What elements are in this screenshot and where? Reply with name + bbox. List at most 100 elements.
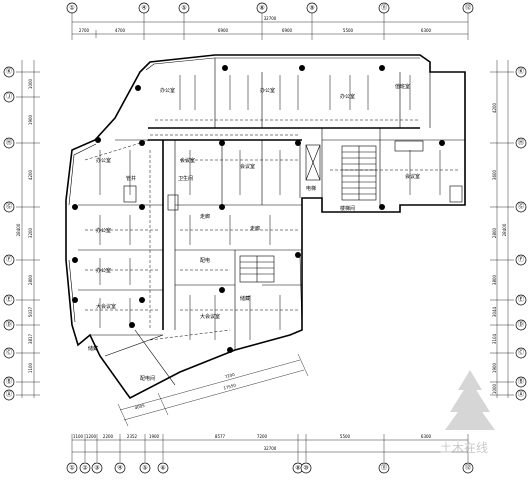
svg-text:Ⓖ: Ⓖ xyxy=(518,203,524,211)
top-dim: 5500 xyxy=(343,28,354,33)
diagonal-dim: 7200 xyxy=(224,372,236,380)
right-dim: 1900 xyxy=(492,362,497,373)
svg-text:⑧: ⑧ xyxy=(295,465,300,472)
bottom-axis-bubbles: ① ② ③ ④ ⑤ ⑥ ⑧ ⑩ ⑪ ⑫ xyxy=(66,462,474,474)
axis-bubble-top: ① xyxy=(66,2,78,14)
room-label: 办公室 xyxy=(96,227,111,234)
room-label: 走廊 xyxy=(250,225,260,232)
elevator-shafts xyxy=(123,140,463,211)
watermark: 土木在线 xyxy=(440,370,495,455)
axis-bubble-right: Ⓓ xyxy=(515,319,527,331)
building-outline xyxy=(65,54,466,400)
svg-text:Ⓚ: Ⓚ xyxy=(518,68,524,76)
room-label: 值班室 xyxy=(395,83,410,90)
bottom-dim: 2352 xyxy=(127,434,138,439)
bottom-dim: 6300 xyxy=(421,434,432,439)
axis-bubble-bottom: ⑪ xyxy=(378,462,390,474)
right-dim: 1000 xyxy=(492,383,497,394)
axis-bubble-left: Ⓔ xyxy=(3,294,15,306)
left-dim: 4200 xyxy=(28,169,33,180)
axis-bubble-bottom: ③ xyxy=(91,462,103,474)
bottom-dimensions: 1100 1200 2200 2352 1900 8577 7200 5500 … xyxy=(71,434,469,462)
svg-text:Ⓑ: Ⓑ xyxy=(518,378,524,386)
room-label: 会议室 xyxy=(405,173,420,180)
left-dim: 3200 xyxy=(28,227,33,238)
axis-bubble-bottom: ⑩ xyxy=(300,462,312,474)
svg-text:⑤: ⑤ xyxy=(142,465,147,472)
svg-text:⑥: ⑥ xyxy=(160,465,165,472)
svg-text:Ⓗ: Ⓗ xyxy=(6,139,12,147)
axis-bubble-top: ⑪ xyxy=(378,2,390,14)
axis-bubble-bottom: ② xyxy=(79,462,91,474)
axis-bubble-right: Ⓐ xyxy=(515,389,527,401)
svg-text:⑧: ⑧ xyxy=(259,5,264,12)
axis-bubble-top: ⑨ xyxy=(306,2,318,14)
svg-text:⑪: ⑪ xyxy=(381,4,387,12)
axis-bubble-top: ④ xyxy=(138,2,150,14)
axis-bubble-right: Ⓚ xyxy=(515,66,527,78)
svg-text:Ⓕ: Ⓕ xyxy=(518,256,524,264)
room-label: 电梯 xyxy=(306,185,316,192)
axis-bubble-left: Ⓙ xyxy=(3,91,15,103)
room-label: 办公室 xyxy=(260,87,275,94)
wiring xyxy=(84,119,460,341)
axis-bubble-bottom: ⑥ xyxy=(157,462,169,474)
room-label: 会议室 xyxy=(240,163,255,170)
axis-bubble-left: Ⓑ xyxy=(3,376,15,388)
left-dimensions: 28400 1000 1900 4200 3200 2800 5037 3817… xyxy=(16,60,40,398)
room-label: 卫生间 xyxy=(178,175,193,182)
axis-bubble-right: Ⓑ xyxy=(515,376,527,388)
room-label: 会议室 xyxy=(180,157,195,164)
right-dimensions: 28400 4200 3600 2800 3800 3044 3104 1900… xyxy=(490,60,514,398)
svg-text:⑪: ⑪ xyxy=(381,464,387,472)
svg-text:①: ① xyxy=(69,5,74,12)
axis-bubble-bottom: ④ xyxy=(114,462,126,474)
right-dim: 3800 xyxy=(492,274,497,285)
top-dim: 6900 xyxy=(282,28,293,33)
top-dim: 6900 xyxy=(218,28,229,33)
room-label: 储藏 xyxy=(88,345,98,352)
axis-bubble-right: Ⓖ xyxy=(515,201,527,213)
axis-bubble-top: ⑫ xyxy=(462,2,474,14)
svg-text:Ⓒ: Ⓒ xyxy=(518,349,524,357)
top-dim: 4700 xyxy=(115,28,126,33)
axis-bubble-left: Ⓖ xyxy=(3,201,15,213)
left-dim: 1000 xyxy=(28,78,33,89)
svg-text:Ⓒ: Ⓒ xyxy=(6,349,12,357)
axis-bubble-left: Ⓒ xyxy=(3,347,15,359)
room-label: 配电 xyxy=(200,257,210,264)
room-label: 储藏 xyxy=(240,295,250,302)
svg-text:Ⓖ: Ⓖ xyxy=(6,203,12,211)
axis-bubble-left: Ⓗ xyxy=(3,137,15,149)
left-dim: 2800 xyxy=(28,274,33,285)
svg-text:⑫: ⑫ xyxy=(465,464,471,472)
svg-text:Ⓔ: Ⓔ xyxy=(518,296,524,304)
svg-text:Ⓙ: Ⓙ xyxy=(6,93,12,101)
top-axis-bubbles: ① ④ ⑤ ⑧ ⑨ ⑪ ⑫ xyxy=(66,2,474,14)
axis-bubble-left: Ⓐ xyxy=(3,389,15,401)
axis-bubble-right: Ⓒ xyxy=(515,347,527,359)
room-label: 大会议室 xyxy=(96,303,116,310)
bottom-dim: 1100 xyxy=(73,434,84,439)
axis-bubble-right: Ⓗ xyxy=(515,137,527,149)
svg-text:②: ② xyxy=(82,465,88,472)
axis-bubble-bottom: ⑫ xyxy=(462,462,474,474)
watermark-logo xyxy=(445,370,495,430)
internal-partitions xyxy=(78,58,465,386)
bottom-dim: 8577 xyxy=(215,434,226,439)
axis-bubble-right: Ⓔ xyxy=(515,294,527,306)
svg-text:①: ① xyxy=(69,465,74,472)
left-dim: 1900 xyxy=(28,114,33,125)
svg-text:⑫: ⑫ xyxy=(465,4,471,12)
room-label: 配电间 xyxy=(140,375,155,382)
left-dim: 3817 xyxy=(28,333,33,344)
room-labels: 办公室 办公室 办公室 办公室 办公室 办公室 会议室 会议室 会议室 值班室 … xyxy=(88,83,420,382)
stairs xyxy=(239,145,377,283)
right-total-dim: 28400 xyxy=(502,223,507,236)
right-dim: 4200 xyxy=(492,102,497,113)
top-dim: 2700 xyxy=(79,28,90,33)
room-label: 办公室 xyxy=(96,267,111,274)
right-axis-bubbles: Ⓚ Ⓗ Ⓖ Ⓕ Ⓔ Ⓓ Ⓒ Ⓑ Ⓐ xyxy=(515,66,527,401)
svg-text:⑨: ⑨ xyxy=(309,5,314,12)
